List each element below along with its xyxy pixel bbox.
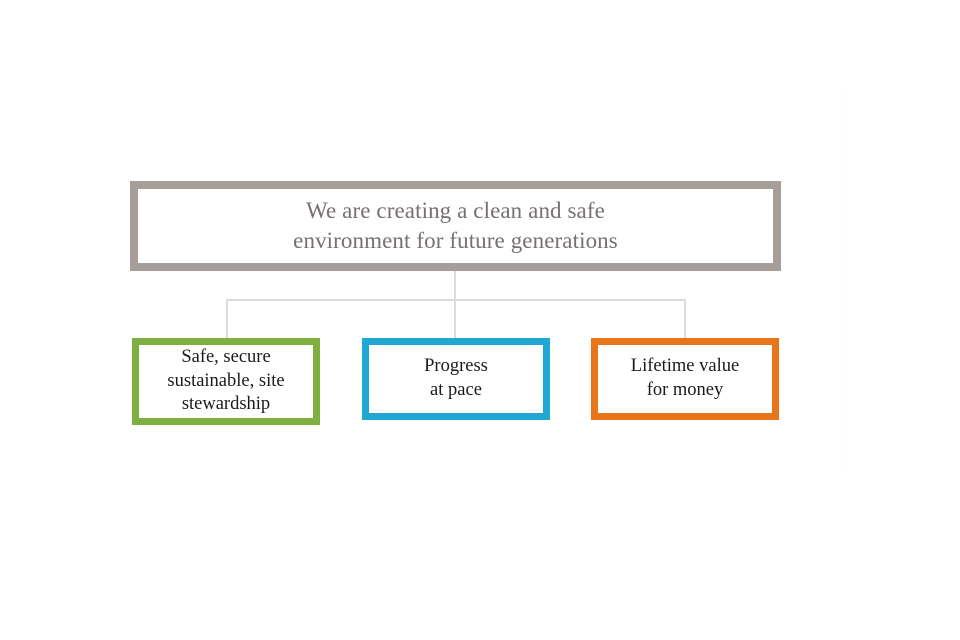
connector-drop-to-pillar-3 — [684, 299, 686, 339]
connector-horizontal-bar — [226, 299, 686, 301]
pillar-label-3: Lifetime value for money — [630, 356, 740, 400]
connector-stem-from-vision — [454, 271, 456, 301]
connector-drop-to-pillar-2 — [454, 299, 456, 339]
vision-statement-text: We are creating a clean and safe environ… — [293, 197, 618, 253]
vision-statement-box: We are creating a clean and safe environ… — [130, 181, 781, 271]
pillar-box-progress-at-pace: Progress at pace — [362, 338, 550, 420]
connector-drop-to-pillar-1 — [226, 299, 228, 339]
pillar-box-lifetime-value-for-money: Lifetime value for money — [591, 338, 779, 420]
edge-artifact-line — [845, 90, 846, 470]
pillar-label-1: Safe, secure sustainable, site stewardsh… — [167, 346, 285, 415]
pillar-label-2: Progress at pace — [424, 356, 488, 400]
pillar-box-safe-secure-sustainable: Safe, secure sustainable, site stewardsh… — [132, 338, 320, 425]
